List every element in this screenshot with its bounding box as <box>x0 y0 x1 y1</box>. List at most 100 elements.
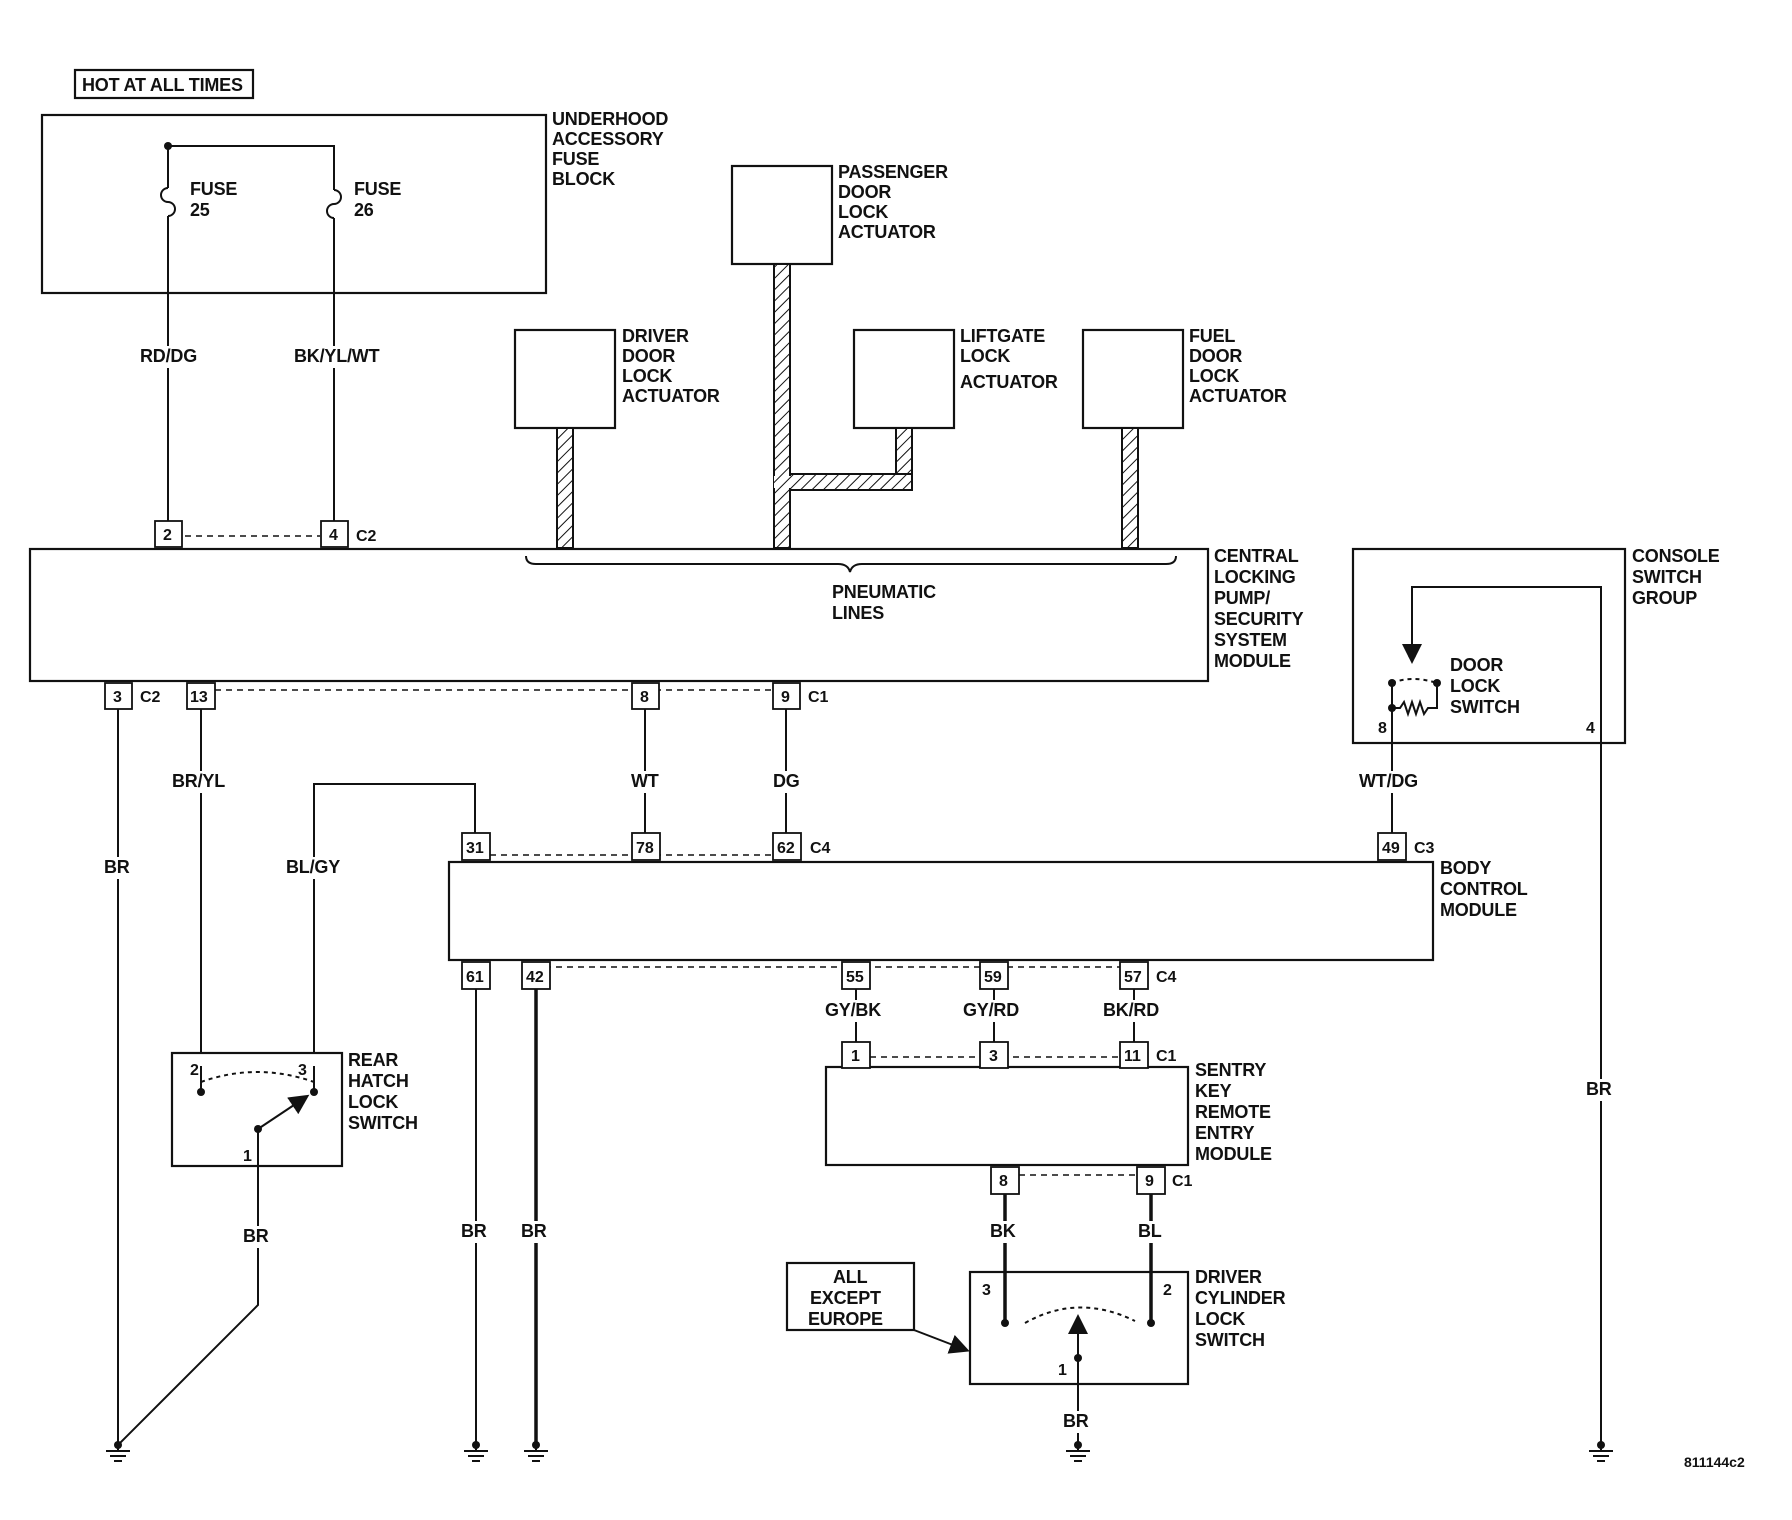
svg-text:ENTRY: ENTRY <box>1195 1123 1255 1143</box>
fuse-block-label-3: FUSE <box>552 149 599 169</box>
pin-cm-2: 2 <box>163 527 172 544</box>
svg-text:26: 26 <box>354 200 374 220</box>
connector-c4-top: C4 <box>810 840 831 857</box>
svg-text:GROUP: GROUP <box>1632 588 1697 608</box>
svg-text:LOCKING: LOCKING <box>1214 567 1296 587</box>
wire-color-gy-rd: GY/RD <box>963 1000 1019 1020</box>
svg-text:MODULE: MODULE <box>1214 651 1291 671</box>
connector-c2-top: C2 <box>356 528 377 545</box>
svg-text:PASSENGER: PASSENGER <box>838 162 948 182</box>
hot-at-all-times-label: HOT AT ALL TIMES <box>73 68 255 100</box>
resistor-icon <box>1391 683 1438 718</box>
svg-text:LOCK: LOCK <box>1189 366 1239 386</box>
wire-color-bl: BL <box>1138 1221 1162 1241</box>
svg-text:ACTUATOR: ACTUATOR <box>960 372 1058 392</box>
pin-bcm-42: 42 <box>526 969 544 986</box>
connector-c3: C3 <box>1414 840 1435 857</box>
fuse-block-label-2: ACCESSORY <box>552 129 664 149</box>
svg-text:LINES: LINES <box>832 603 884 623</box>
all-except-europe-note: ALL EXCEPT EUROPE <box>785 1261 970 1354</box>
wire-color-br-yl: BR/YL <box>172 771 225 791</box>
svg-text:DOOR: DOOR <box>622 346 675 366</box>
console-switch-group: CONSOLE SWITCH GROUP DOOR LOCK SWITCH 8 … <box>1351 546 1720 745</box>
svg-text:DOOR: DOOR <box>838 182 891 202</box>
connector-c1-cm: C1 <box>808 689 829 706</box>
svg-text:CYLINDER: CYLINDER <box>1195 1288 1286 1308</box>
pin-cm-9: 9 <box>781 689 790 706</box>
svg-text:ACTUATOR: ACTUATOR <box>1189 386 1287 406</box>
svg-text:LOCK: LOCK <box>960 346 1010 366</box>
svg-text:REMOTE: REMOTE <box>1195 1102 1271 1122</box>
door-lock-switch-label: DOOR <box>1450 655 1503 675</box>
pin-bcm-57: 57 <box>1124 969 1142 986</box>
wire-color-br-cyl: BR <box>1063 1411 1089 1431</box>
pin-hatch-1: 1 <box>243 1148 252 1165</box>
pin-cyl-2: 2 <box>1163 1282 1172 1299</box>
svg-text:CONSOLE: CONSOLE <box>1632 546 1720 566</box>
wire-color-br-hatch: BR <box>243 1226 269 1246</box>
pin-console-4: 4 <box>1586 720 1595 737</box>
pin-cm-3: 3 <box>113 689 122 706</box>
svg-text:SWITCH: SWITCH <box>1632 567 1702 587</box>
svg-text:HOT AT ALL TIMES: HOT AT ALL TIMES <box>82 75 243 95</box>
wire-color-gy-bk: GY/BK <box>825 1000 881 1020</box>
fuse-25-label: FUSE <box>190 179 237 199</box>
pin-hatch-2: 2 <box>190 1062 199 1079</box>
ground-icon <box>1589 1441 1613 1462</box>
wire-color-dg: DG <box>773 771 800 791</box>
svg-text:LOCK: LOCK <box>838 202 888 222</box>
svg-text:ACTUATOR: ACTUATOR <box>622 386 720 406</box>
pin-cyl-1: 1 <box>1058 1362 1067 1379</box>
pin-skrem-11: 11 <box>1124 1048 1141 1065</box>
ground-icon <box>464 1441 488 1462</box>
pin-bcm-55: 55 <box>846 969 864 986</box>
wire-color-bl-gy: BL/GY <box>286 857 340 877</box>
pin-hatch-3: 3 <box>298 1062 307 1079</box>
svg-text:EXCEPT: EXCEPT <box>810 1288 881 1308</box>
wire-color-wt: WT <box>631 771 659 791</box>
svg-text:SWITCH: SWITCH <box>348 1113 418 1133</box>
pin-console-8: 8 <box>1378 720 1387 737</box>
pneumatic-lines <box>556 263 1139 549</box>
wire-color-br-61: BR <box>461 1221 487 1241</box>
svg-text:SWITCH: SWITCH <box>1450 697 1520 717</box>
svg-text:SECURITY: SECURITY <box>1214 609 1304 629</box>
wire-color-wt-dg: WT/DG <box>1359 771 1418 791</box>
svg-text:SENTRY: SENTRY <box>1195 1060 1266 1080</box>
wire-color-br-1: BR <box>104 857 130 877</box>
svg-text:HATCH: HATCH <box>348 1071 409 1091</box>
svg-text:LOCK: LOCK <box>1195 1309 1245 1329</box>
pin-cm-8: 8 <box>640 689 649 706</box>
wire-color-bk: BK <box>990 1221 1016 1241</box>
wire-color-bk-yl-wt: BK/YL/WT <box>294 346 380 366</box>
connector-c1-skrem-top: C1 <box>1156 1048 1177 1065</box>
pin-bcm-49: 49 <box>1382 840 1400 857</box>
svg-text:REAR: REAR <box>348 1050 398 1070</box>
central-locking-pump-module: CENTRAL LOCKING PUMP/ SECURITY SYSTEM MO… <box>28 520 1304 710</box>
pin-skrem-1: 1 <box>851 1048 860 1065</box>
svg-text:ACTUATOR: ACTUATOR <box>838 222 936 242</box>
svg-text:DRIVER: DRIVER <box>1195 1267 1262 1287</box>
figure-id: 811144c2 <box>1684 1454 1745 1470</box>
pin-bcm-62: 62 <box>777 840 795 857</box>
svg-text:SYSTEM: SYSTEM <box>1214 630 1287 650</box>
wire-color-br-console: BR <box>1586 1079 1612 1099</box>
svg-text:DRIVER: DRIVER <box>622 326 689 346</box>
svg-text:PUMP/: PUMP/ <box>1214 588 1270 608</box>
connector-c2-bottom: C2 <box>140 689 161 706</box>
pin-skrem-8: 8 <box>999 1173 1008 1190</box>
note-pointer-arrow-icon <box>913 1329 970 1354</box>
pin-bcm-78: 78 <box>636 840 654 857</box>
pneumatic-brace <box>525 555 1177 573</box>
driver-cylinder-lock-switch: DRIVER CYLINDER LOCK SWITCH 3 2 1 <box>968 1267 1286 1445</box>
svg-text:DOOR: DOOR <box>1189 346 1242 366</box>
svg-text:LIFTGATE: LIFTGATE <box>960 326 1045 346</box>
pin-bcm-31: 31 <box>466 840 484 857</box>
pin-bcm-59: 59 <box>984 969 1002 986</box>
fuse-25-icon <box>160 187 176 217</box>
svg-text:LOCK: LOCK <box>622 366 672 386</box>
liftgate-lock-actuator: LIFTGATE LOCK ACTUATOR <box>852 326 1058 430</box>
svg-text:EUROPE: EUROPE <box>808 1309 883 1329</box>
svg-text:CONTROL: CONTROL <box>1440 879 1528 899</box>
